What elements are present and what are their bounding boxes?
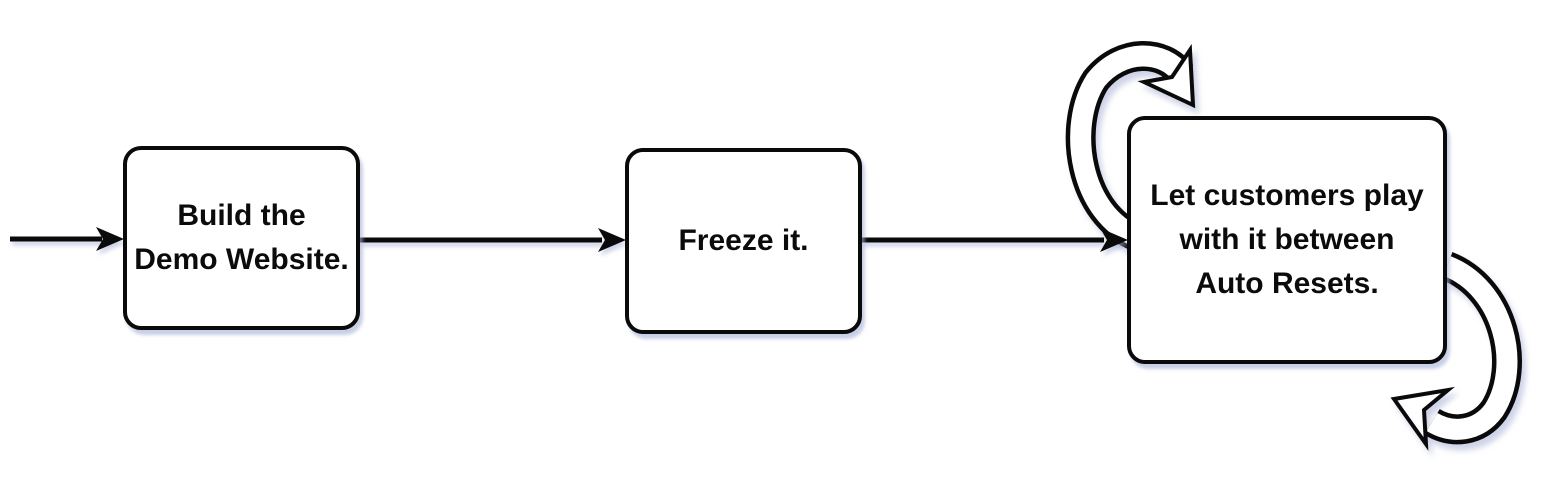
node-label-line: Freeze it. [678, 224, 809, 257]
node-label-line: Demo Website. [134, 243, 349, 276]
node-let-customers-play: Let customers play with it between Auto … [1127, 116, 1447, 364]
loop-arrowhead-bottom [1390, 386, 1455, 451]
self-loop-arrow-top-left [1065, 41, 1196, 252]
arrow-start-to-build [10, 227, 124, 251]
arrow-build-to-freeze [359, 228, 626, 252]
node-label-line: with it between [1179, 223, 1395, 256]
node-label-line: Build the [177, 199, 306, 232]
node-label-line: Let customers play [1150, 179, 1424, 212]
node-build-demo-website: Build the Demo Website. [123, 146, 360, 330]
self-loop-arrow-bottom-right [1390, 252, 1522, 451]
node-freeze-it: Freeze it. [625, 148, 862, 334]
node-label-line: Auto Resets. [1195, 267, 1379, 300]
loop-arrowhead-top [1137, 43, 1196, 109]
arrow-freeze-to-play [861, 228, 1128, 252]
